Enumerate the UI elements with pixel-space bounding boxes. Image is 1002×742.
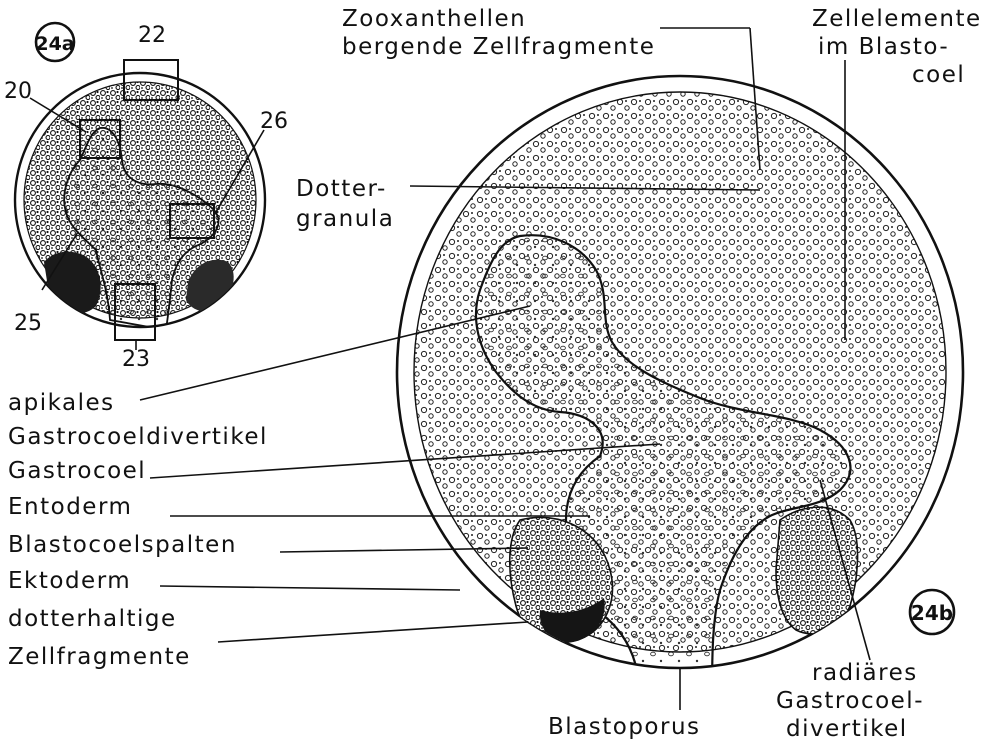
marker-25-label: 25 xyxy=(14,311,42,336)
label-entoderm: Entoderm xyxy=(8,494,132,520)
label-radiaeres-line2: Gastrocoel- xyxy=(776,688,924,714)
label-zooxanthellen-line2: bergende Zellfragmente xyxy=(342,34,655,60)
label-blastocoelspalten: Blastocoelspalten xyxy=(8,532,237,558)
marker-22-label: 22 xyxy=(138,23,166,48)
label-zooxanthellen-line1: Zooxanthellen xyxy=(342,6,526,32)
marker-23-label: 23 xyxy=(122,347,150,372)
label-ektoderm: Ektoderm xyxy=(8,568,131,594)
marker-20-label: 20 xyxy=(4,79,32,104)
label-zellelemente-line3: coel xyxy=(912,62,965,88)
label-dotter-line2: granula xyxy=(296,206,394,232)
label-blastoporus: Blastoporus xyxy=(548,714,701,740)
label-apikales-line1: apikales xyxy=(8,390,115,416)
label-gastrocoel: Gastrocoel xyxy=(8,458,146,484)
badge-24b-text: 24b xyxy=(911,601,953,625)
badge-24a-text: 24a xyxy=(35,33,74,55)
marker-26-label: 26 xyxy=(260,109,288,134)
label-zellelemente-line1: Zellelemente xyxy=(812,6,982,32)
label-apikales-line2: Gastrocoeldivertikel xyxy=(8,424,268,450)
label-radiaeres-line3: divertikel xyxy=(786,716,908,742)
label-radiaeres-line1: radiäres xyxy=(812,660,918,686)
figure-24a: 24a 22 20 26 25 23 xyxy=(4,23,288,372)
label-dotterhaltige-line2: Zellfragmente xyxy=(8,644,191,670)
label-zellelemente-line2: im Blasto- xyxy=(818,34,949,60)
label-dotterhaltige-line1: dotterhaltige xyxy=(8,606,177,632)
label-dotter-line1: Dotter- xyxy=(296,176,387,202)
